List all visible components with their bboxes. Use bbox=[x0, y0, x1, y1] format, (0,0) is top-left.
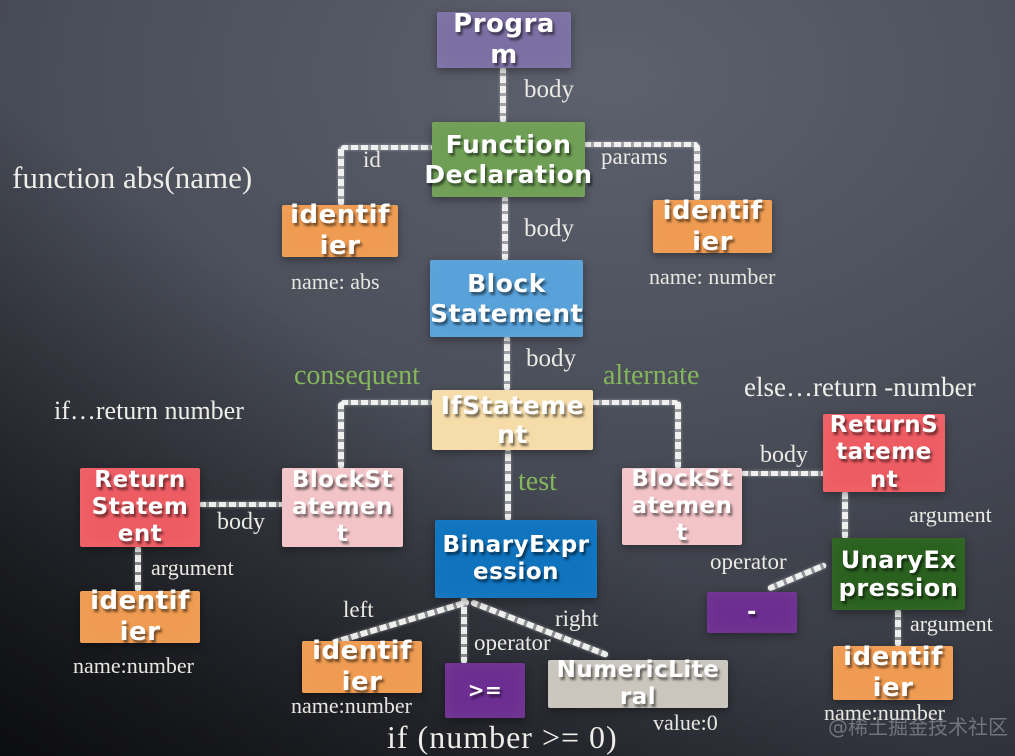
edge-label-body-right: body bbox=[760, 442, 808, 468]
edge-line-alternate-horizontal bbox=[592, 400, 678, 405]
edge-label-operator-right: operator bbox=[710, 549, 787, 574]
value-zero: value:0 bbox=[653, 710, 718, 735]
node-operator-gte: >= bbox=[445, 663, 525, 718]
value-name-abs: name: abs bbox=[291, 269, 380, 294]
annotation-source-code: function abs(name) bbox=[12, 160, 253, 195]
value-name-number-params: name: number bbox=[649, 264, 776, 289]
edge-label-alternate: alternate bbox=[603, 360, 700, 391]
annotation-else-branch: else…return -number bbox=[744, 372, 976, 402]
edge-line-id-drop bbox=[338, 147, 344, 206]
node-block-statement-left: BlockStatement bbox=[282, 467, 403, 547]
edge-line-id-horizontal bbox=[341, 145, 433, 150]
edge-label-operator-center: operator bbox=[474, 630, 551, 655]
node-numeric-literal: NumericLiteral bbox=[548, 657, 728, 710]
edge-line-binexpr-operator bbox=[461, 597, 467, 664]
edge-label-argument-left: argument bbox=[151, 555, 234, 580]
edge-label-params: params bbox=[601, 144, 668, 169]
edge-label-consequent: consequent bbox=[294, 360, 420, 391]
value-name-number-right: name:number bbox=[824, 700, 945, 725]
edge-line-consequent-drop bbox=[338, 402, 344, 469]
edge-line-return-left-argument bbox=[135, 546, 141, 592]
edge-label-body-block: body bbox=[526, 345, 576, 372]
node-binary-expression: BinaryExpression bbox=[435, 520, 597, 598]
edge-line-return-right-argument bbox=[842, 491, 848, 539]
node-return-statement-right: ReturnStatement bbox=[823, 412, 945, 493]
edge-label-body-function: body bbox=[524, 215, 574, 242]
node-return-statement-left: ReturnStatement bbox=[80, 467, 200, 547]
annotation-test-code: if (number >= 0) bbox=[387, 719, 618, 755]
edge-line-blockstmt-body bbox=[504, 336, 510, 391]
node-identifier-right: identifier bbox=[833, 642, 953, 703]
edge-line-unary-argument bbox=[895, 609, 901, 647]
node-identifier-abs: identifier bbox=[282, 200, 398, 261]
node-program: Program bbox=[437, 9, 571, 70]
node-identifier-test: identifier bbox=[302, 636, 422, 697]
value-name-number-test: name:number bbox=[291, 693, 412, 718]
node-identifier-params: identifier bbox=[653, 196, 772, 257]
annotation-if-branch: if…return number bbox=[54, 396, 244, 425]
edge-line-program-body bbox=[500, 67, 506, 123]
edge-label-right: right bbox=[555, 606, 599, 631]
node-identifier-left: identifier bbox=[80, 586, 200, 647]
edge-label-body-left: body bbox=[217, 509, 265, 535]
node-operator-minus: - bbox=[707, 592, 797, 633]
node-unary-expression: UnaryExpression bbox=[832, 538, 965, 610]
edge-line-alternate-drop bbox=[675, 401, 681, 469]
edge-label-argument-right-1: argument bbox=[909, 502, 992, 527]
edge-line-params-drop bbox=[694, 144, 700, 201]
watermark: @稀土掘金技术社区 bbox=[828, 715, 1008, 739]
edge-label-argument-right-2: argument bbox=[910, 611, 993, 636]
edge-line-body-left-horizontal bbox=[199, 502, 283, 507]
edge-label-test: test bbox=[518, 466, 557, 497]
edge-line-ifstmt-test bbox=[505, 449, 511, 521]
value-name-number-left: name:number bbox=[73, 653, 194, 678]
node-block-statement-right: BlockStatement bbox=[622, 466, 742, 546]
edge-line-params-horizontal bbox=[584, 142, 698, 147]
edge-line-consequent-horizontal bbox=[341, 400, 433, 405]
edge-line-funcdecl-body bbox=[502, 196, 508, 261]
node-function-declaration: Function Declaration bbox=[424, 122, 592, 197]
node-if-statement: IfStatement bbox=[432, 390, 593, 450]
node-block-statement: Block Statement bbox=[430, 260, 583, 337]
edge-label-body-program: body bbox=[524, 76, 574, 103]
edge-label-left: left bbox=[343, 597, 374, 622]
edge-line-body-right-horizontal bbox=[741, 471, 825, 476]
edge-label-id: id bbox=[363, 147, 381, 172]
